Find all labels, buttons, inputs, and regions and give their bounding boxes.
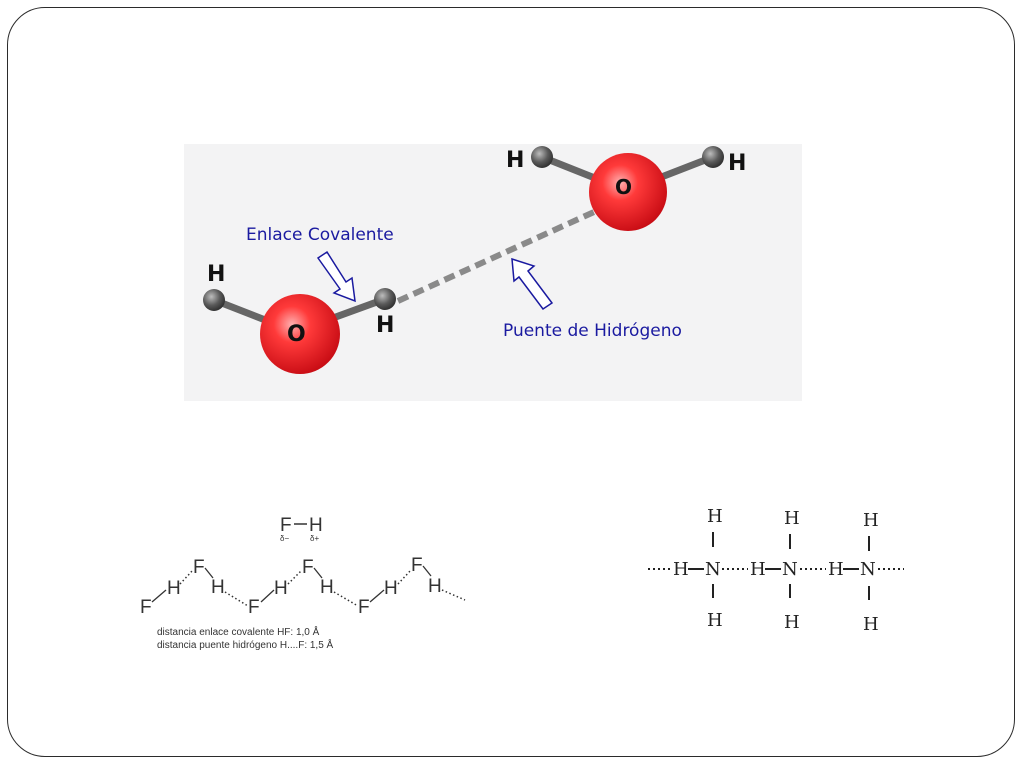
hf-chain-atom: F bbox=[302, 557, 314, 578]
hf-diagram: F H δ− δ+ F H F H F H F H F H F H distan… bbox=[140, 515, 466, 651]
hf-monomer-f: F bbox=[280, 515, 292, 536]
hydrogen-atom bbox=[374, 288, 396, 310]
atom-label-h: H bbox=[376, 313, 394, 338]
nh3-top-h: H bbox=[707, 506, 723, 527]
delta-minus: δ− bbox=[280, 534, 289, 543]
nh3-nitrogen: N bbox=[860, 559, 876, 580]
hf-chain-atom: F bbox=[193, 557, 205, 578]
hf-chain-atom: H bbox=[167, 578, 181, 599]
nh3-chain-h: H bbox=[828, 559, 844, 580]
atom-label-h: H bbox=[728, 151, 746, 176]
hf-chain-atom: F bbox=[411, 555, 423, 576]
nh3-bottom-h: H bbox=[863, 614, 879, 635]
water-molecule-2: H O H bbox=[506, 146, 746, 231]
covalent-arrow-icon bbox=[316, 250, 356, 303]
hydrogen-bond-label: Puente de Hidrógeno bbox=[503, 321, 682, 341]
hf-chain-atom: H bbox=[274, 578, 288, 599]
covalent-bond-label: Enlace Covalente bbox=[246, 225, 394, 245]
oxygen-atom bbox=[589, 153, 667, 231]
nh3-diagram: H H H H N H N H N H H H bbox=[648, 506, 904, 635]
hf-chain-atom: H bbox=[320, 577, 334, 598]
hydrogen-bond-line bbox=[396, 209, 596, 304]
delta-plus: δ+ bbox=[310, 534, 319, 543]
hf-chain-atom: F bbox=[358, 597, 370, 618]
hf-monomer-h: H bbox=[309, 515, 323, 536]
nh3-top-h: H bbox=[863, 510, 879, 531]
nh3-bottom-h: H bbox=[707, 610, 723, 631]
hf-chain-atom: H bbox=[211, 577, 225, 598]
nh3-top-h: H bbox=[784, 508, 800, 529]
hydrogen-atom bbox=[702, 146, 724, 168]
hf-chain-atom: F bbox=[248, 597, 260, 618]
hf-chain-atom: H bbox=[384, 578, 398, 599]
hydrogen-atom bbox=[203, 289, 225, 311]
oxygen-atom bbox=[260, 294, 340, 374]
nh3-nitrogen: N bbox=[782, 559, 798, 580]
hf-note-hydrogen-bond: distancia puente hidrógeno H....F: 1,5 Å bbox=[157, 638, 334, 651]
atom-label-h: H bbox=[207, 262, 225, 287]
atom-label-o: O bbox=[287, 322, 306, 347]
nh3-chain-h: H bbox=[673, 559, 689, 580]
hf-chain-atom: H bbox=[428, 576, 442, 597]
nh3-bottom-h: H bbox=[784, 612, 800, 633]
nh3-nitrogen: N bbox=[705, 559, 721, 580]
atom-label-o: O bbox=[615, 175, 632, 199]
hf-chain-atom: F bbox=[140, 597, 152, 618]
water-molecule-1: H O H bbox=[203, 262, 396, 374]
hf-note-covalent: distancia enlace covalente HF: 1,0 Å bbox=[157, 625, 320, 638]
nh3-chain-h: H bbox=[750, 559, 766, 580]
atom-label-h: H bbox=[506, 148, 524, 173]
hydrogen-bond-arrow-icon bbox=[511, 257, 554, 311]
hydrogen-atom bbox=[531, 146, 553, 168]
